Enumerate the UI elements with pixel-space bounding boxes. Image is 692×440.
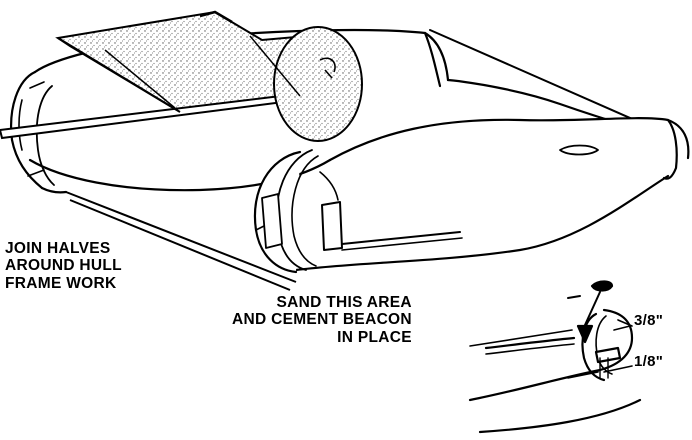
sand-area-line-1: SAND THIS AREA <box>276 294 412 311</box>
beacon-detail <box>468 280 642 434</box>
sand-area-line-2: AND CEMENT BEACON <box>232 311 412 329</box>
join-halves-label: JOIN HALVES AROUND HULL FRAME WORK <box>5 240 122 292</box>
dimension-three-eighths: 3/8" <box>634 312 664 329</box>
join-halves-line-2: AROUND HULL <box>5 257 122 275</box>
sand-area-line-3: IN PLACE <box>337 328 412 346</box>
hull-frame-work <box>0 10 363 142</box>
sand-area-label: SAND THIS AREA AND CEMENT BEACON IN PLAC… <box>232 294 412 346</box>
join-halves-line-1: JOIN HALVES <box>5 240 111 257</box>
join-lines <box>65 191 297 291</box>
lower-hull-half <box>253 117 690 274</box>
dimension-one-eighth: 1/8" <box>634 353 664 370</box>
join-halves-line-3: FRAME WORK <box>5 274 117 292</box>
